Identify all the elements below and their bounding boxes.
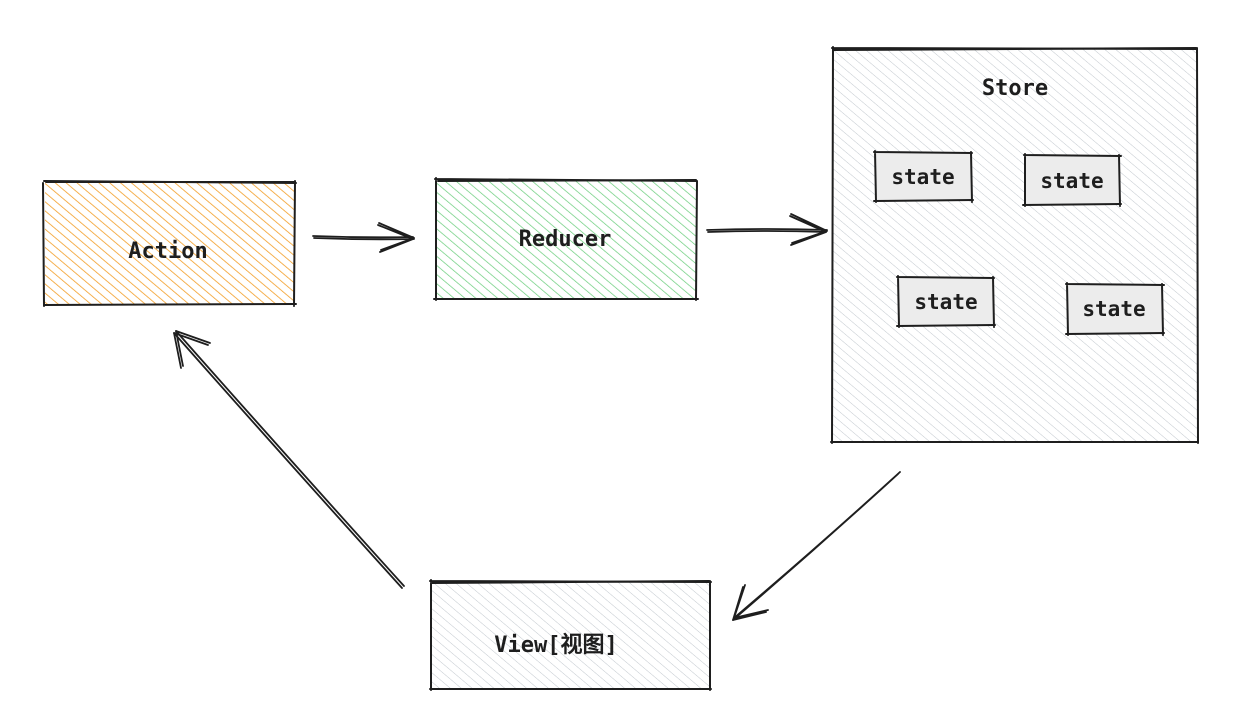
state-label: state (891, 165, 954, 189)
reducer-node: Reducer (433, 177, 699, 301)
store-node: Store state state state state (830, 46, 1199, 444)
view-node: View[视图] (429, 579, 712, 691)
state-item: state (896, 275, 996, 328)
arrow-store-to-view (732, 471, 901, 621)
state-item: state (873, 150, 974, 203)
arrow-reducer-to-store (706, 213, 828, 246)
view-label: View[视图] (494, 632, 617, 658)
arrow-view-to-action (173, 330, 405, 589)
arrow-action-to-reducer (312, 222, 415, 253)
reducer-label: Reducer (519, 227, 612, 252)
action-label: Action (128, 239, 207, 264)
state-label: state (1040, 169, 1103, 193)
state-label: state (1082, 297, 1145, 321)
state-item: state (1022, 153, 1122, 207)
store-label: Store (982, 76, 1048, 101)
state-label: state (914, 290, 977, 314)
state-item: state (1065, 282, 1165, 336)
action-node: Action (42, 180, 297, 307)
